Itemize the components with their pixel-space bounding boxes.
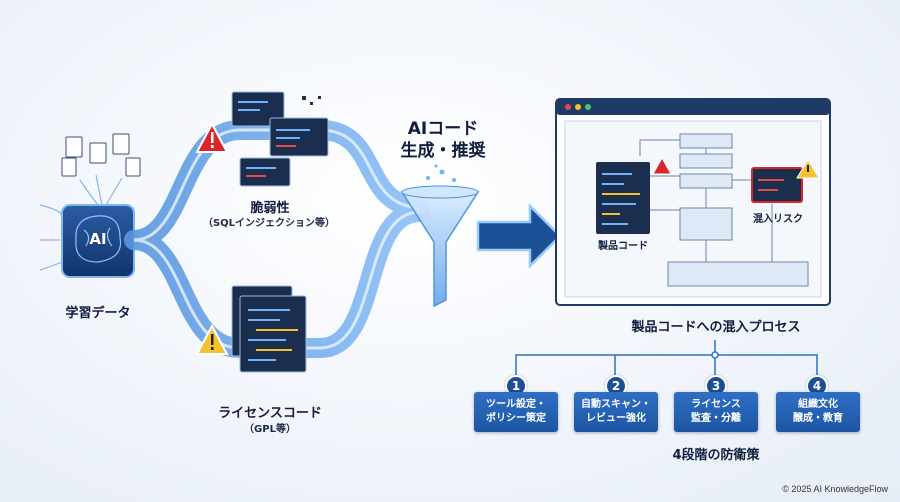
step-3-line2: 監査・分離 <box>691 413 741 424</box>
step-2-line1: 自動スキャン・ <box>581 399 651 410</box>
warning-yellow-icon <box>195 323 229 355</box>
app-window <box>555 98 831 306</box>
document-icons <box>61 133 141 177</box>
warning-red-icon <box>195 121 229 153</box>
step-3-box[interactable]: ライセンス 監査・分離 <box>674 392 758 432</box>
step-2-box[interactable]: 自動スキャン・ レビュー強化 <box>574 392 658 432</box>
vulnerability-subtitle: （SQLインジェクション等） <box>202 218 336 229</box>
vulnerable-code-windows <box>231 91 329 187</box>
step-1-line1: ツール設定・ <box>486 399 546 410</box>
funnel-title-line2: 生成・推奨 <box>400 141 486 161</box>
license-code-windows <box>231 285 307 373</box>
funnel-icon <box>400 164 480 308</box>
product-code-label: 製品コード <box>598 241 648 252</box>
license-subtitle: （GPL等） <box>244 424 296 435</box>
mix-risk-label: 混入リスク <box>753 214 803 225</box>
step-2-number: 2 <box>605 375 627 397</box>
copyright-footer: © 2025 AI KnowledgeFlow <box>782 484 888 494</box>
step-1-line2: ポリシー策定 <box>486 413 546 424</box>
license-title: ライセンスコード <box>218 406 322 421</box>
funnel-title-line1: AIコード <box>407 119 479 139</box>
process-caption: 製品コードへの混入プロセス <box>631 320 801 335</box>
step-2-line2: レビュー強化 <box>586 413 646 424</box>
vulnerability-title: 脆弱性 <box>250 201 290 216</box>
defense-title: 4段階の防衛策 <box>672 448 760 463</box>
ai-label: AI <box>89 230 107 248</box>
step-4-line2: 醸成・教育 <box>793 413 843 424</box>
step-3-line1: ライセンス <box>691 399 741 410</box>
arrow-right-icon <box>476 202 562 270</box>
step-4-box[interactable]: 組織文化 醸成・教育 <box>776 392 860 432</box>
step-1-box[interactable]: ツール設定・ ポリシー策定 <box>474 392 558 432</box>
step-4-line1: 組織文化 <box>798 399 838 410</box>
training-data-label: 学習データ <box>65 306 131 321</box>
